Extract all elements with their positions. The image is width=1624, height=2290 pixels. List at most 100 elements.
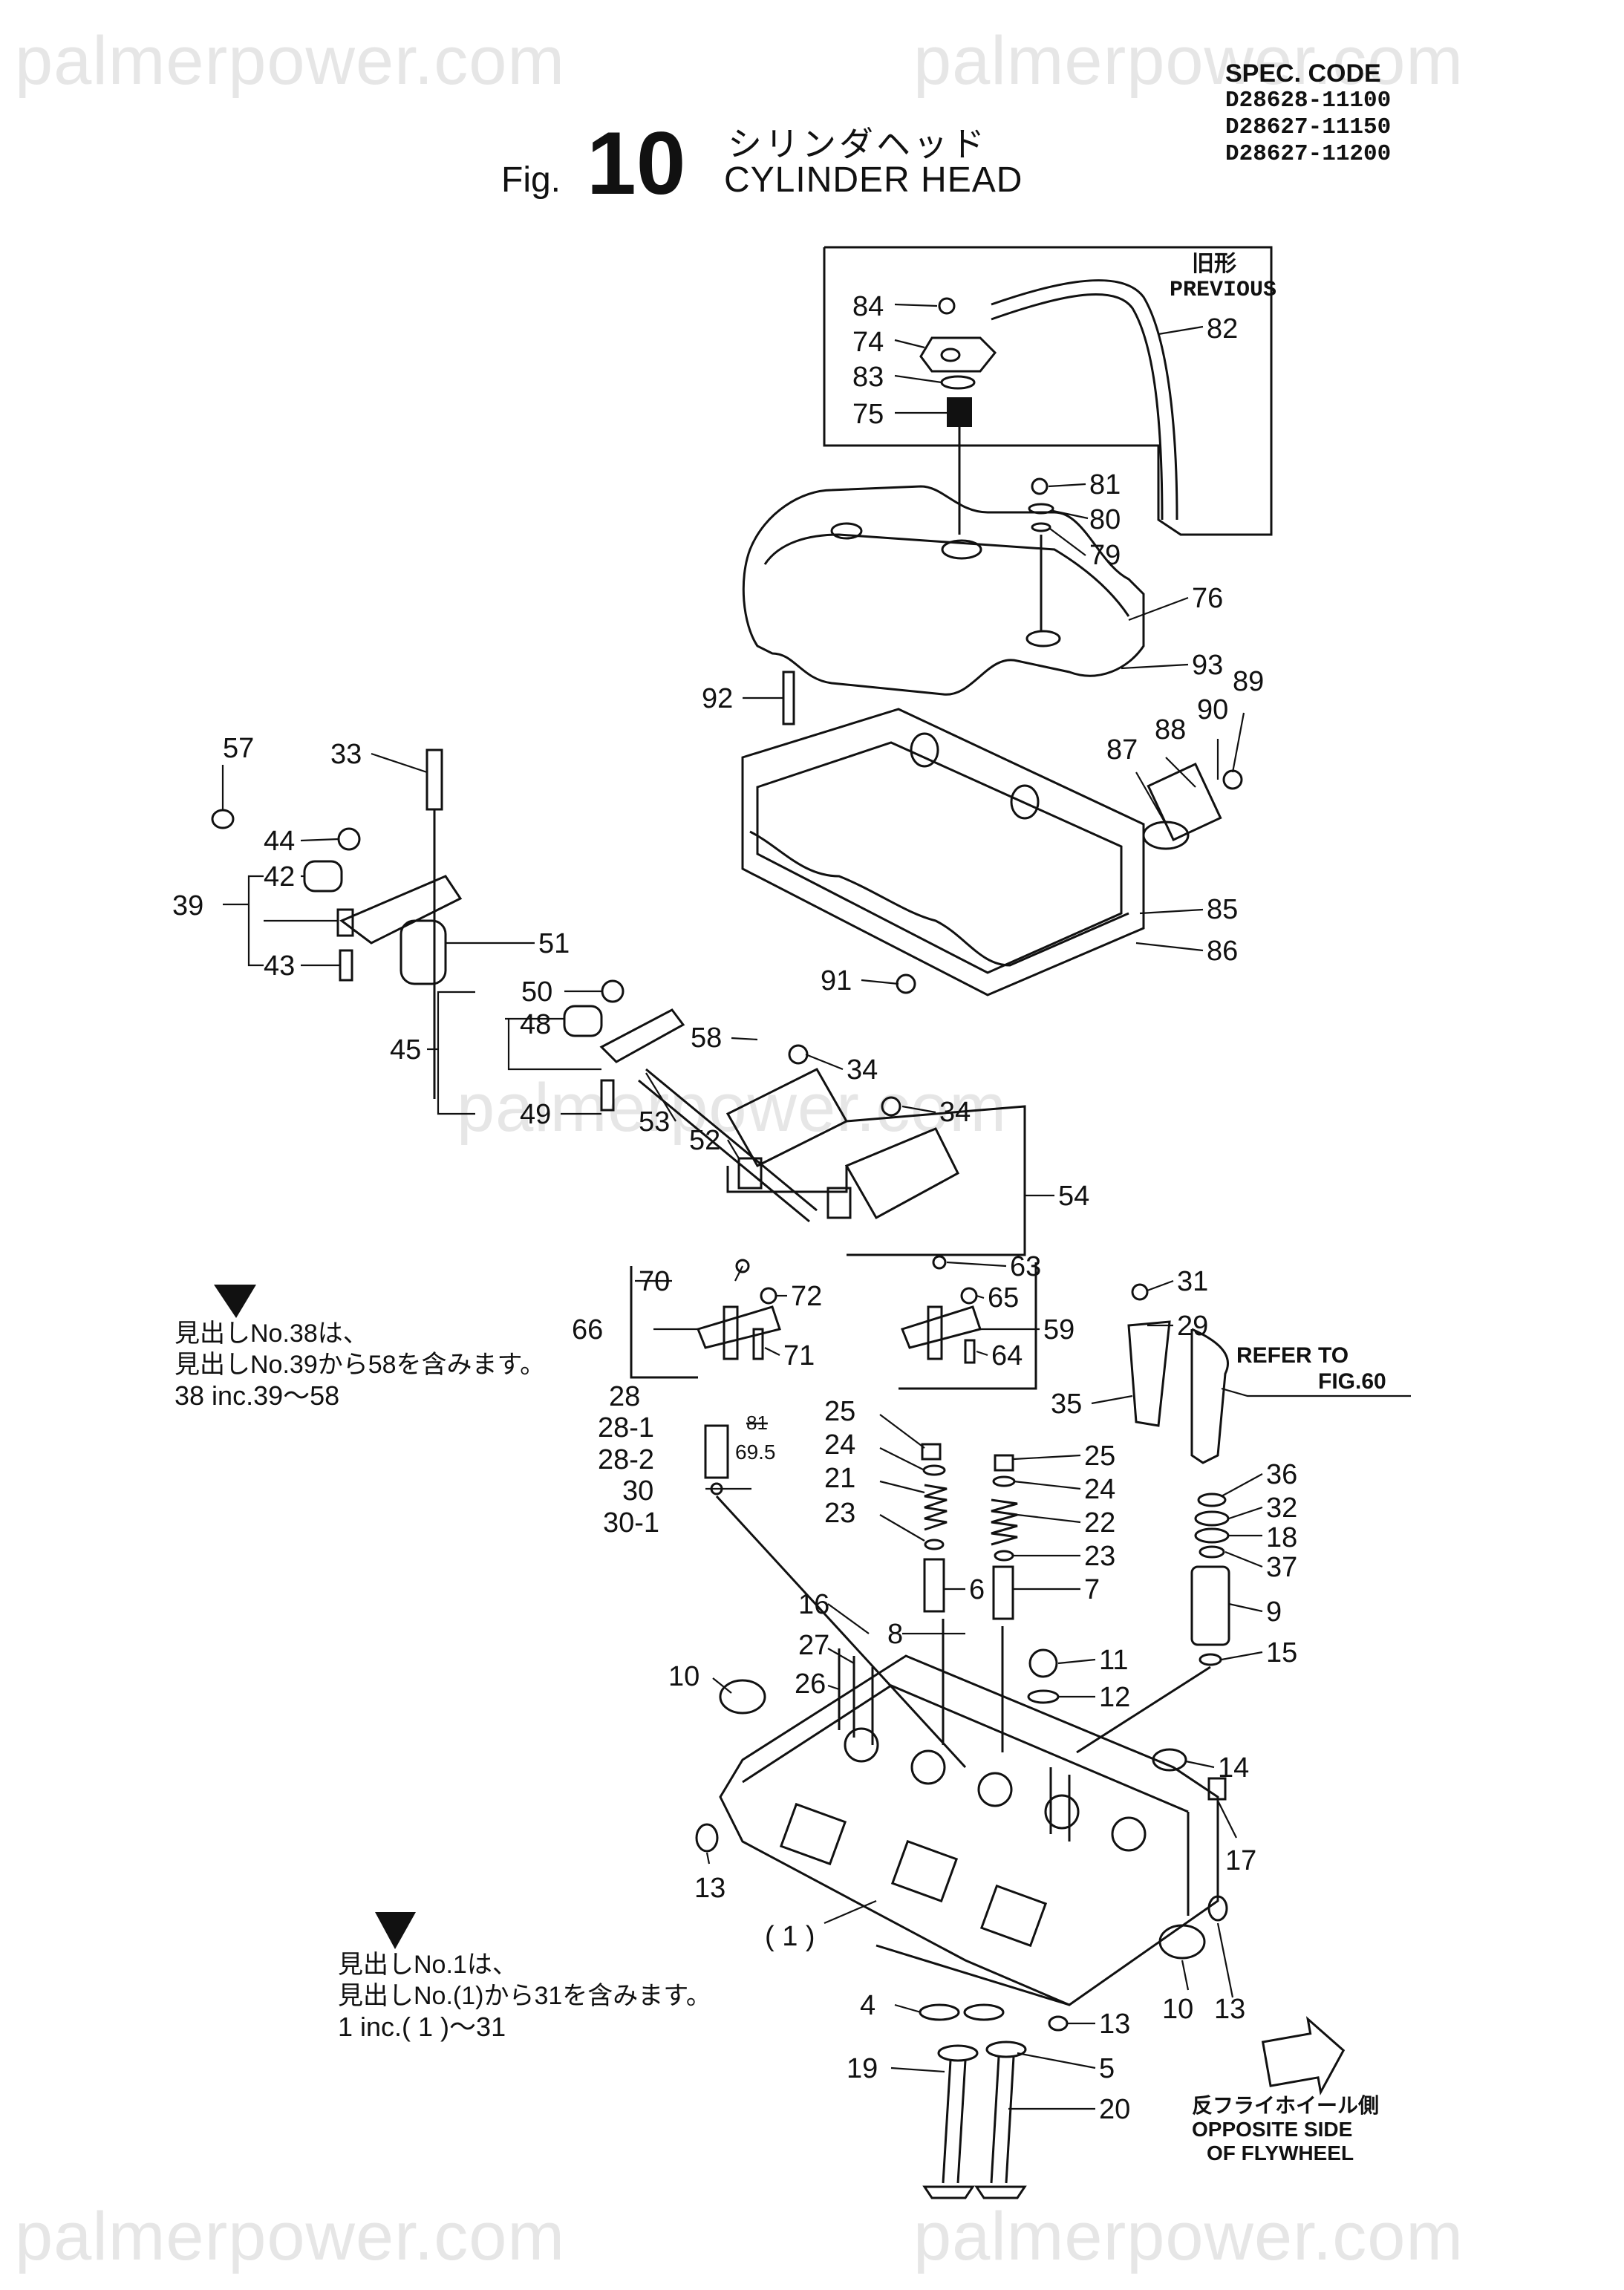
callout-18: 18 [1266, 1522, 1297, 1553]
opposite-side-jp: 反フライホイール側 [1192, 2094, 1380, 2117]
callout-69-5: 69.5 [735, 1441, 776, 1464]
callout-87: 87 [1106, 734, 1138, 766]
injector-group [1076, 1283, 1230, 1754]
cover-base-drawing [741, 708, 1145, 996]
opposite-side-en-1: OPPOSITE SIDE [1192, 2118, 1353, 2141]
callout-1: ( 1 ) [765, 1921, 815, 1952]
callout-39: 39 [172, 890, 203, 921]
arm-brackets-group [630, 1255, 1037, 1390]
callout-30-1: 30-1 [603, 1507, 659, 1539]
callout-76: 76 [1192, 583, 1223, 614]
callout-17: 17 [1225, 1845, 1256, 1876]
callout-91: 91 [821, 965, 852, 996]
valve-train-group [704, 1424, 1060, 1769]
callout-32: 32 [1266, 1493, 1297, 1524]
callout-24-right: 24 [1084, 1474, 1115, 1505]
callout-20: 20 [1099, 2094, 1130, 2125]
callout-29: 29 [1177, 1311, 1208, 1342]
callout-81-strike: 81 [746, 1412, 768, 1434]
callout-9: 9 [1266, 1596, 1282, 1628]
callout-89: 89 [1233, 666, 1264, 697]
callout-labels: 84 74 83 75 82 81 80 79 76 93 92 89 90 8… [172, 291, 1297, 2125]
callout-33: 33 [330, 739, 362, 770]
callout-53: 53 [639, 1106, 670, 1138]
callout-12: 12 [1099, 1682, 1130, 1713]
callout-34-lower: 34 [939, 1097, 971, 1128]
callout-79: 79 [1089, 540, 1121, 571]
callout-92: 92 [702, 683, 733, 714]
opposite-side-label: 反フライホイール側 OPPOSITE SIDE OF FLYWHEEL [1192, 2094, 1379, 2165]
callout-43: 43 [264, 950, 295, 982]
callout-22: 22 [1084, 1507, 1115, 1539]
spec-code-2: D28627-11150 [1225, 114, 1392, 140]
callout-10-upper: 10 [668, 1661, 700, 1692]
callout-81: 81 [1089, 469, 1121, 500]
callout-7: 7 [1084, 1574, 1100, 1605]
callout-93: 93 [1192, 650, 1223, 681]
callout-44: 44 [264, 826, 295, 857]
callout-14: 14 [1218, 1752, 1249, 1784]
callout-15: 15 [1266, 1637, 1297, 1668]
spec-code-label: SPEC. CODE [1225, 59, 1381, 88]
figure-number: 10 [587, 114, 686, 213]
callout-54: 54 [1058, 1181, 1089, 1212]
callout-70: 70 [639, 1266, 670, 1297]
o-ring-83-drawing [940, 375, 976, 390]
callout-13-right: 13 [1214, 1994, 1245, 2025]
watermark-bottom-left: palmerpower.com [15, 2199, 566, 2274]
note-lower-jp-1: 見出しNo.1は、 [338, 1951, 518, 1979]
callout-13-bottom: 13 [1099, 2009, 1130, 2040]
note-upper: 見出しNo.38は、 見出しNo.39から58を含みます。 38 inc.39～… [175, 1318, 545, 1412]
callout-37: 37 [1266, 1552, 1297, 1583]
callout-74: 74 [852, 327, 884, 358]
previous-inset: 旧形 PREVIOUS [823, 246, 1276, 536]
cylinder-head-drawing [719, 1654, 1219, 2006]
callout-88: 88 [1155, 714, 1186, 746]
callout-71: 71 [783, 1340, 815, 1371]
callout-30: 30 [622, 1475, 653, 1507]
cylinder-head-body [695, 1648, 1228, 2006]
callout-49: 49 [520, 1099, 551, 1130]
callout-26: 26 [795, 1668, 826, 1700]
callout-27: 27 [798, 1630, 829, 1661]
note-lower: 見出しNo.1は、 見出しNo.(1)から31を含みます。 1 inc.( 1 … [338, 1949, 711, 2043]
spec-code-3: D28627-11200 [1225, 141, 1392, 167]
watermark-top-right: palmerpower.com [913, 23, 1464, 99]
callout-28: 28 [609, 1381, 640, 1412]
breather-body-drawing [919, 336, 997, 373]
callout-23-right: 23 [1084, 1541, 1115, 1572]
callout-11: 11 [1099, 1645, 1128, 1676]
callout-82: 82 [1207, 313, 1238, 345]
watermark-top-left: palmerpower.com [15, 23, 566, 99]
title-japanese: シリンダヘッド [728, 125, 988, 163]
callout-34-upper: 34 [847, 1054, 878, 1086]
spec-code-block: SPEC. CODE D28628-11100 D28627-11150 D28… [1225, 59, 1409, 168]
callout-84: 84 [852, 291, 884, 322]
callout-25-left: 25 [824, 1396, 855, 1427]
callout-83: 83 [852, 362, 884, 393]
callout-25-right: 25 [1084, 1441, 1115, 1472]
refer-to-line [1221, 1387, 1411, 1397]
inset-border [823, 246, 1273, 536]
note-upper-jp-2: 見出しNo.39から58を含みます。 [175, 1351, 546, 1379]
opposite-side-en-2: OF FLYWHEEL [1207, 2141, 1354, 2165]
callout-23-left: 23 [824, 1498, 855, 1529]
note-pointer-upper [214, 1285, 256, 1318]
callout-19: 19 [847, 2053, 878, 2084]
callout-80: 80 [1089, 504, 1121, 535]
callout-28-2: 28-2 [598, 1444, 654, 1475]
inset-caption-en: PREVIOUS [1170, 278, 1276, 303]
callout-24-left: 24 [824, 1429, 855, 1461]
callout-48: 48 [520, 1009, 551, 1040]
callout-28-1: 28-1 [598, 1412, 654, 1444]
callout-59: 59 [1043, 1314, 1074, 1345]
callout-6: 6 [969, 1574, 985, 1605]
note-lower-jp-2: 見出しNo.(1)から31を含みます。 [338, 1982, 711, 2010]
callout-10-lower: 10 [1162, 1994, 1193, 2025]
callout-36: 36 [1266, 1459, 1297, 1490]
inset-caption-jp: 旧形 [1192, 252, 1236, 278]
callout-5: 5 [1099, 2053, 1115, 2084]
callout-63: 63 [1010, 1251, 1041, 1282]
callout-72: 72 [791, 1281, 822, 1312]
note-pointer-lower [375, 1912, 416, 1949]
